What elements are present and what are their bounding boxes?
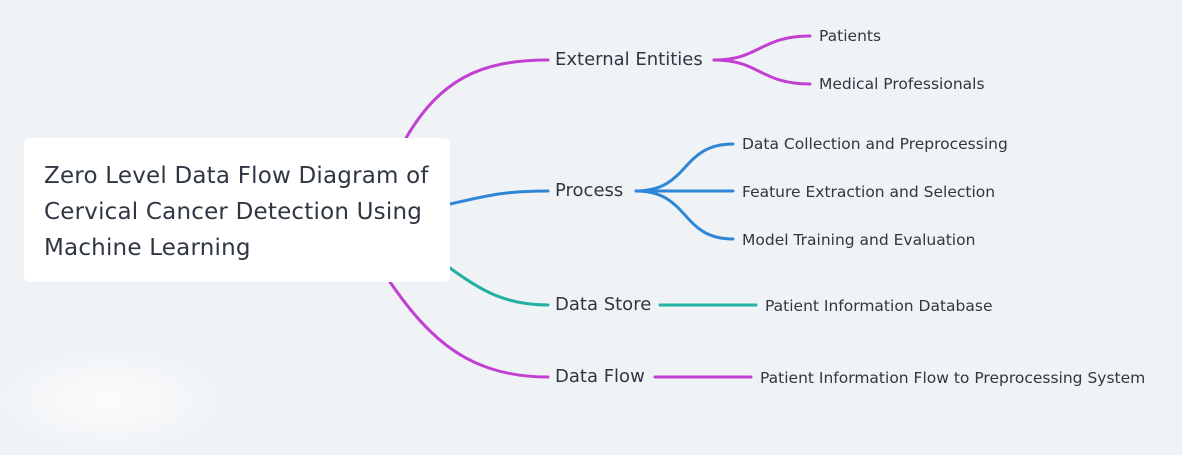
leaf-data-collection[interactable]: Data Collection and Preprocessing	[742, 135, 1008, 153]
mindmap-connectors	[388, 34, 812, 379]
leaf-patient-information-database[interactable]: Patient Information Database	[765, 297, 993, 315]
branch-process[interactable]: Process	[555, 180, 624, 201]
branch-data-flow[interactable]: Data Flow	[555, 366, 645, 387]
connector-root-process	[448, 189, 550, 206]
connector-process-model-training	[634, 189, 735, 241]
connector-external-entities-patients	[712, 34, 812, 62]
branch-external-entities[interactable]: External Entities	[555, 49, 703, 70]
leaf-patients[interactable]: Patients	[819, 27, 882, 45]
connector-process-data-collection	[634, 142, 735, 193]
root-title-line: Cervical Cancer Detection Using	[44, 199, 423, 225]
connector-root-data-flow	[388, 280, 550, 379]
leaf-patient-information-flow[interactable]: Patient Information Flow to Preprocessin…	[760, 369, 1146, 387]
connector-root-external-entities	[404, 58, 550, 140]
connector-root-data-store	[448, 266, 550, 307]
root-topic-card[interactable]: Zero Level Data Flow Diagram of Cervical…	[24, 138, 450, 282]
leaf-feature-extraction[interactable]: Feature Extraction and Selection	[742, 183, 996, 201]
branch-data-store[interactable]: Data Store	[555, 294, 652, 315]
root-title-line: Zero Level Data Flow Diagram of	[44, 163, 429, 189]
leaf-model-training[interactable]: Model Training and Evaluation	[742, 231, 976, 249]
leaf-medical-professionals[interactable]: Medical Professionals	[819, 75, 985, 93]
root-title-line: Machine Learning	[44, 235, 251, 261]
connector-external-entities-medical-professionals	[712, 58, 812, 86]
